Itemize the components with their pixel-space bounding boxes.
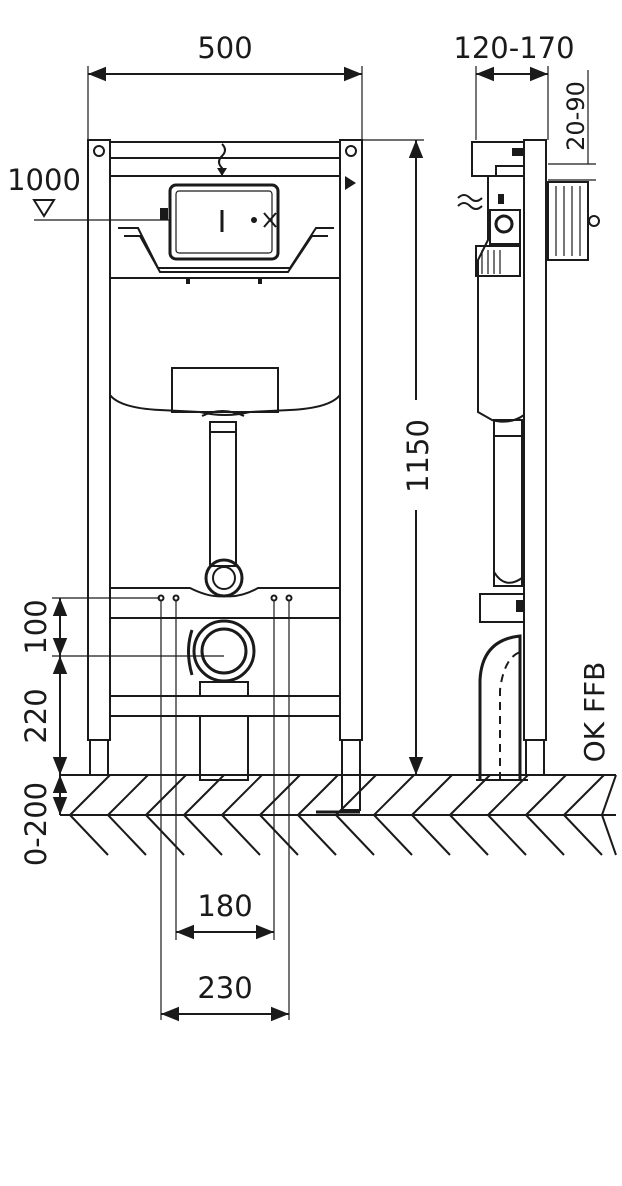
floor [60, 774, 617, 856]
right-post [339, 139, 363, 741]
hatch-line [183, 814, 223, 856]
side-post [523, 139, 547, 741]
dim-frame-width: 500 [197, 31, 252, 65]
side-view [457, 139, 600, 781]
left-post [87, 139, 111, 741]
hatch-line [373, 774, 415, 816]
water-wave-icon [218, 143, 226, 176]
bottom-rail [109, 695, 341, 717]
arrow-right-icon [345, 176, 356, 190]
cistern-body [109, 175, 341, 416]
hatch-line [69, 814, 109, 856]
hatch-line [107, 774, 149, 816]
hatch-line [487, 774, 529, 816]
hatch-line [601, 814, 617, 856]
hatch-line [145, 814, 185, 856]
waste-pipe [199, 715, 249, 781]
hatch-line [183, 774, 225, 816]
side-waste-elbow [478, 634, 522, 780]
dim-lower-spacing: 220 [19, 688, 53, 743]
hatch-line [69, 774, 111, 816]
hatch-line [449, 814, 489, 856]
lower-rail [109, 587, 341, 619]
hatch-line [335, 814, 375, 856]
hatch-line [107, 814, 147, 856]
triangle-down-icon [32, 199, 56, 218]
hatch-line [221, 774, 263, 816]
flush-pipe [209, 431, 237, 567]
dim-inner-spacing: 180 [197, 889, 252, 923]
hatch-line [335, 774, 377, 816]
floor-reference-label: OK FFB [578, 662, 611, 763]
top-rail [109, 141, 341, 159]
hatch-line [373, 814, 413, 856]
dim-height-mark: 1000 [7, 163, 81, 197]
side-cistern [477, 175, 525, 423]
dimension-lines: 500 120-170 20-90 1000 1150 100 220 0-20… [7, 31, 611, 1022]
dim-upper-spacing: 100 [19, 599, 53, 654]
hatch-line [563, 814, 603, 856]
left-foot [89, 739, 109, 776]
bolt-hole [270, 594, 278, 602]
side-actuator-panel [547, 181, 589, 261]
front-view [87, 139, 363, 814]
flush-outlet-block [171, 367, 279, 413]
hatch-line [259, 814, 299, 856]
hatch-line [145, 774, 187, 816]
hatch-line [525, 774, 567, 816]
floor-hatch [69, 774, 617, 856]
hatch-line [563, 774, 605, 816]
dim-frame-height: 1150 [401, 419, 435, 493]
hatch-line [411, 774, 453, 816]
dim-outer-spacing: 230 [197, 971, 252, 1005]
hatch-line [221, 814, 261, 856]
hatch-line [525, 814, 565, 856]
hatch-line [259, 774, 301, 816]
bolt-hole [285, 594, 293, 602]
water-wave-icon [457, 194, 483, 210]
dim-floor-adjust: 0-200 [19, 782, 53, 866]
hatch-line [297, 774, 339, 816]
hatch-line [487, 814, 527, 856]
hatch-line [601, 774, 617, 816]
hatch-line [411, 814, 451, 856]
bolt-hole [172, 594, 180, 602]
hatch-line [297, 814, 337, 856]
hatch-line [449, 774, 491, 816]
dim-panel-offset: 20-90 [562, 81, 590, 151]
dim-depth-range: 120-170 [453, 31, 574, 65]
flush-outlet-ring [204, 558, 244, 598]
flush-plate [168, 183, 280, 261]
